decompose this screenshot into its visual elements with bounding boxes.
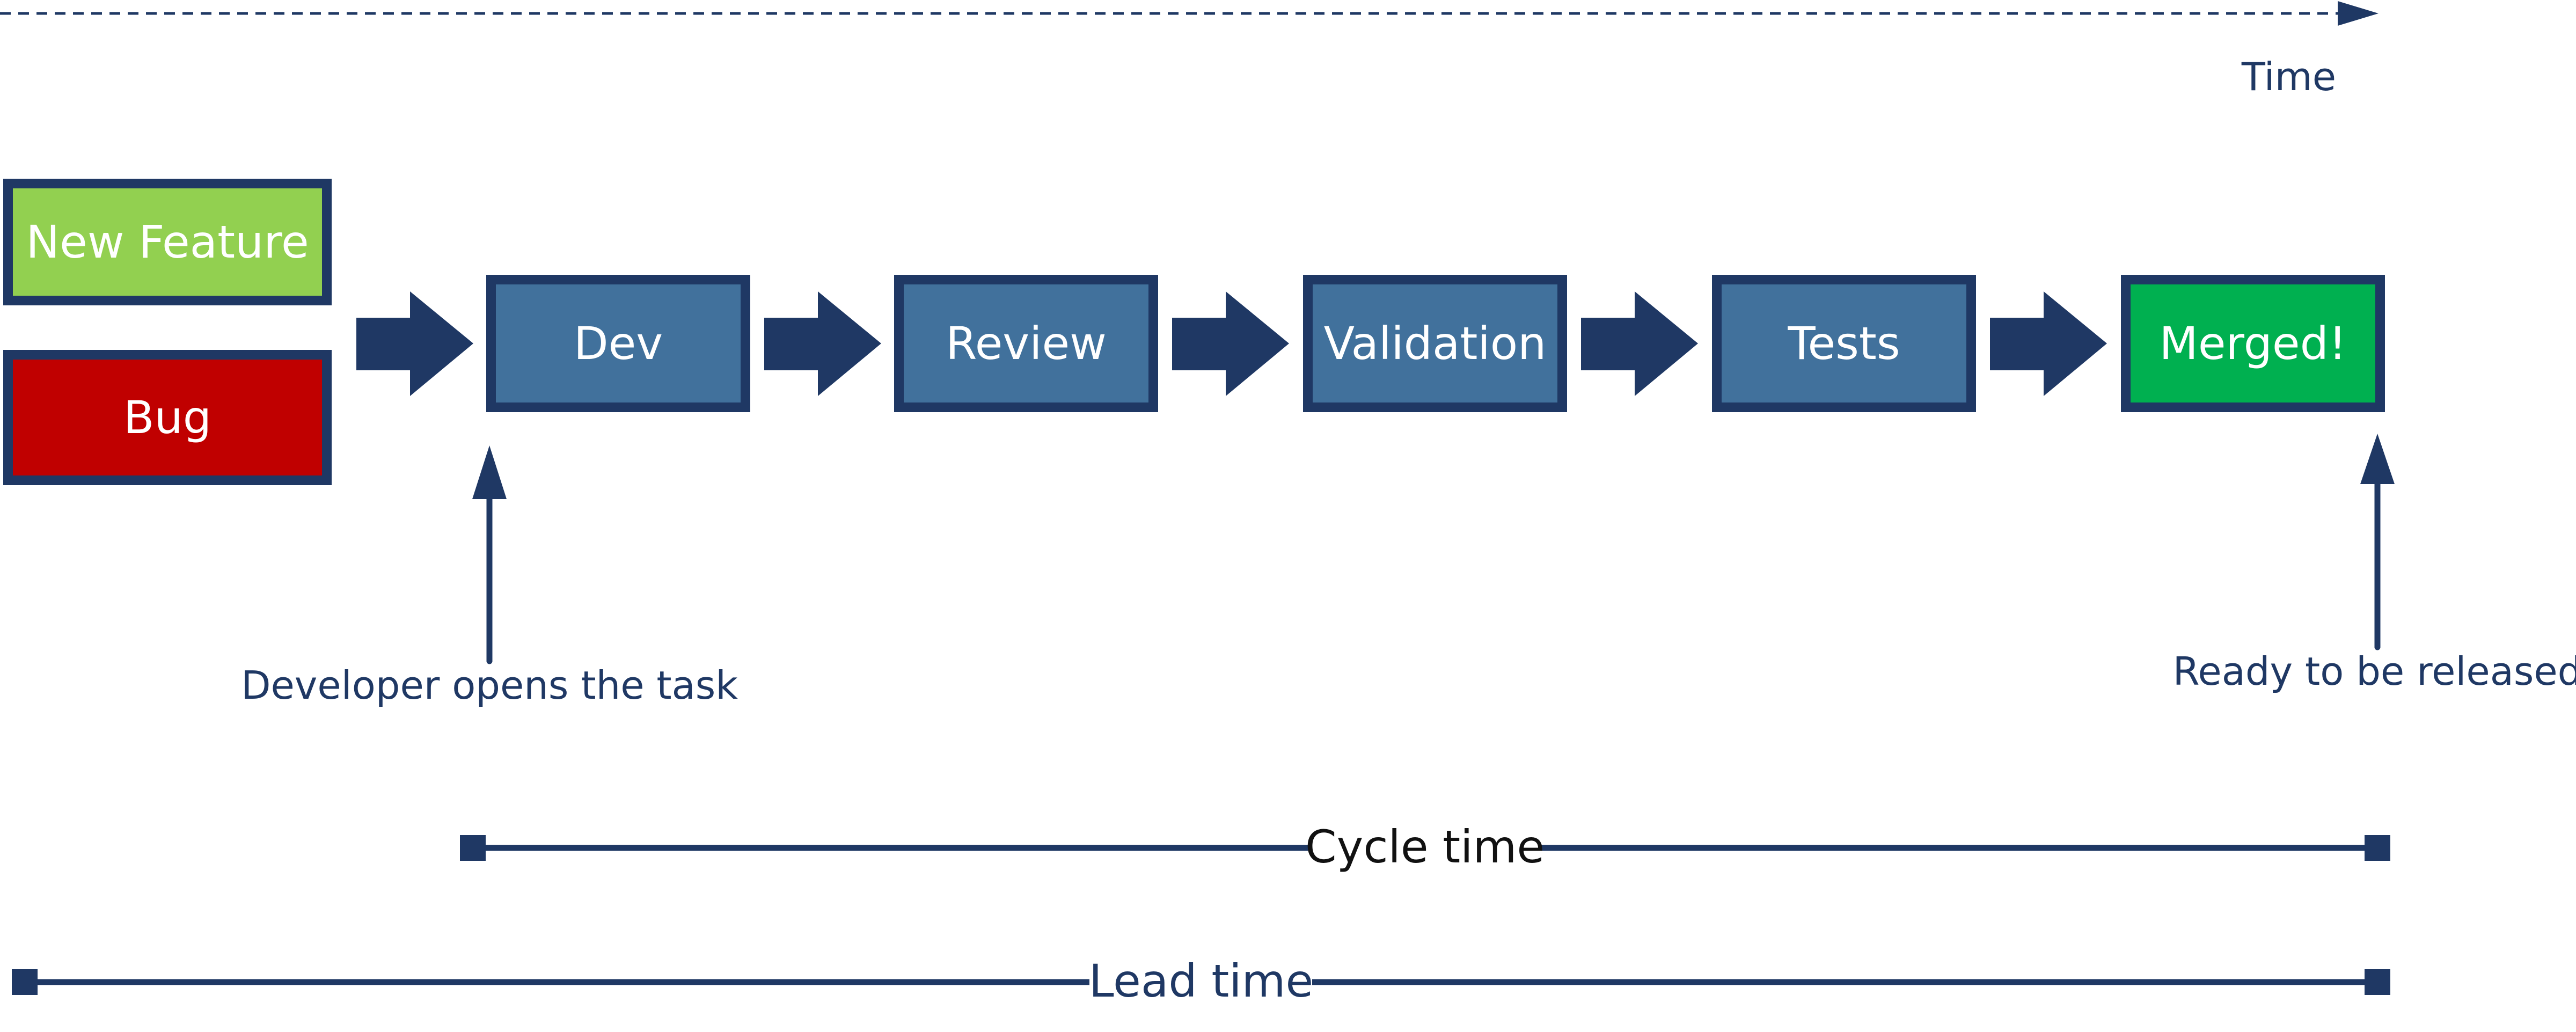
- right-block-arrow-icon: [356, 291, 473, 396]
- end-marker: Ready to be released: [2173, 434, 2576, 694]
- right-block-arrow-icon: [1990, 291, 2107, 396]
- stage-validation-label: Validation: [1324, 317, 1547, 370]
- flow-arrow-1: [356, 291, 473, 396]
- lead-time-label: Lead time: [1089, 955, 1313, 1007]
- start-marker: Developer opens the task: [241, 445, 738, 708]
- input-bug-label: Bug: [123, 391, 211, 444]
- up-arrow-icon: [472, 445, 507, 499]
- stage-review: Review: [894, 275, 1158, 412]
- input-new-feature: New Feature: [3, 179, 332, 305]
- stage-tests-label: Tests: [1787, 317, 1900, 370]
- input-new-feature-label: New Feature: [26, 216, 309, 268]
- up-arrow-icon: [2360, 434, 2395, 484]
- end-marker-label: Ready to be released: [2173, 649, 2576, 694]
- start-marker-label: Developer opens the task: [241, 663, 738, 708]
- cycle-time-label: Cycle time: [1305, 821, 1545, 873]
- time-axis-label: Time: [2241, 54, 2336, 99]
- flow-arrow-4: [1581, 291, 1698, 396]
- lead-time-range: Lead time: [12, 955, 2390, 1007]
- right-block-arrow-icon: [1581, 291, 1698, 396]
- time-axis-arrowhead-icon: [2338, 1, 2379, 26]
- flow-arrow-3: [1172, 291, 1289, 396]
- right-block-arrow-icon: [1172, 291, 1289, 396]
- stage-dev-label: Dev: [574, 317, 663, 370]
- input-bug: Bug: [3, 350, 332, 485]
- stage-merged-label: Merged!: [2159, 317, 2346, 370]
- time-axis: Time: [0, 1, 2379, 99]
- stage-merged: Merged!: [2121, 275, 2385, 412]
- stage-dev: Dev: [486, 275, 750, 412]
- stage-review-label: Review: [946, 317, 1107, 370]
- stage-validation: Validation: [1303, 275, 1567, 412]
- flow-arrow-5: [1990, 291, 2107, 396]
- flow-arrow-2: [764, 291, 881, 396]
- cycle-time-range: Cycle time: [460, 821, 2390, 873]
- right-block-arrow-icon: [764, 291, 881, 396]
- stage-tests: Tests: [1712, 275, 1976, 412]
